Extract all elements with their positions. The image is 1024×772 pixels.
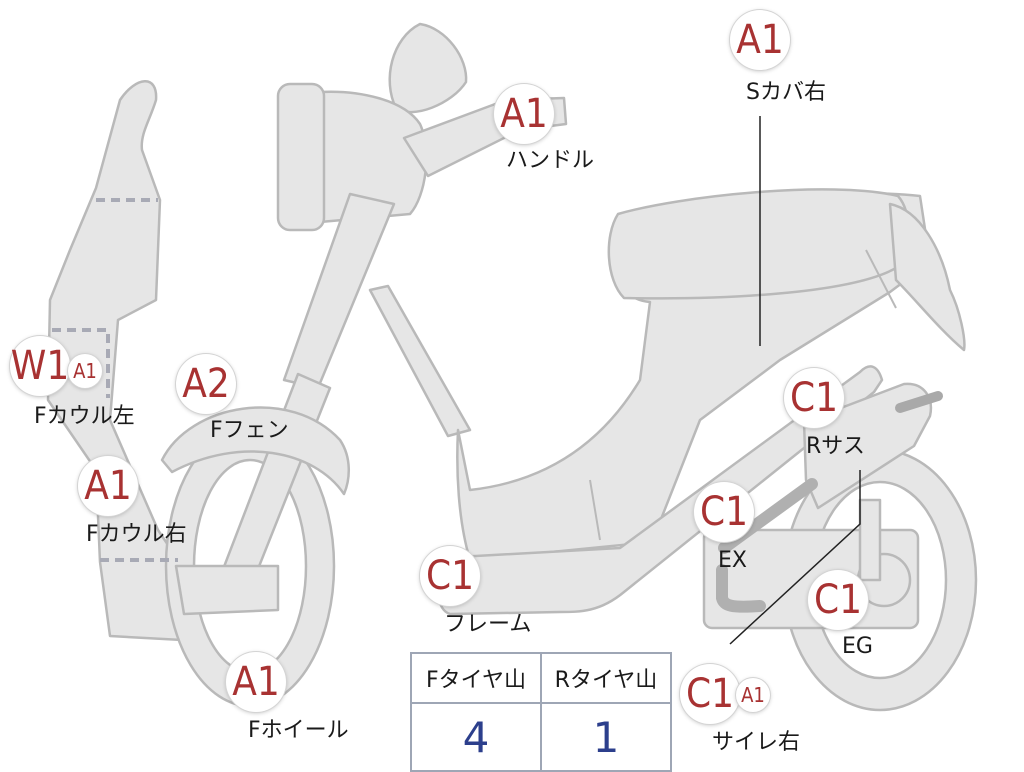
grade-badge-f-wheel: A1 bbox=[226, 652, 286, 712]
label-f-fender: Fフェン bbox=[210, 418, 289, 443]
shock-rod-shape bbox=[895, 391, 943, 413]
front-fender-shape bbox=[160, 406, 350, 496]
header-r-tire: Rタイヤ山 bbox=[540, 652, 672, 704]
label-f-wheel: Fホイール bbox=[248, 718, 349, 743]
label-f-cowl-right: Fカウル右 bbox=[86, 522, 187, 547]
rear-shock-rod-shape bbox=[858, 498, 882, 582]
grade-badge-r-suspension: C1 bbox=[784, 368, 844, 428]
headlight-shape bbox=[276, 82, 326, 232]
grade-badge-engine: C1 bbox=[808, 570, 868, 630]
header-f-tire: Fタイヤ山 bbox=[410, 652, 542, 704]
grade-badge-handle: A1 bbox=[494, 84, 554, 144]
grade-badge-f-fender: A2 bbox=[176, 354, 236, 414]
front-bumper-shape bbox=[174, 564, 280, 616]
seam-line bbox=[865, 249, 897, 309]
value-f-tire: 4 bbox=[410, 702, 542, 772]
value-r-tire: 1 bbox=[540, 702, 672, 772]
label-handle: ハンドル bbox=[506, 148, 595, 173]
label-f-cowl-left: Fカウル左 bbox=[34, 404, 135, 429]
tail-shape bbox=[888, 202, 966, 352]
label-r-suspension: Rサス bbox=[806, 434, 865, 459]
table-header-row: Fタイヤ山 Rタイヤ山 bbox=[410, 652, 672, 704]
frame-tube-shape bbox=[368, 284, 472, 438]
label-engine: EG bbox=[842, 634, 873, 659]
seam-line bbox=[589, 479, 601, 541]
cowl-dotted-line bbox=[52, 328, 110, 398]
label-silencer-right: サイレ右 bbox=[712, 730, 801, 755]
grade-badge-s-cover-right: A1 bbox=[730, 10, 790, 70]
label-frame: フレーム bbox=[444, 612, 532, 637]
leader-line-r-sus bbox=[729, 470, 861, 645]
grade-badge-f-cowl-left-1: W1 bbox=[10, 336, 70, 396]
grade-badge-f-cowl-right: A1 bbox=[78, 456, 138, 516]
tire-tread-table: Fタイヤ山 Rタイヤ山 4 1 bbox=[410, 652, 672, 772]
grade-badge-f-cowl-left-2: A1 bbox=[68, 354, 102, 388]
grade-badge-frame: C1 bbox=[420, 546, 480, 606]
label-exhaust: EX bbox=[718, 548, 747, 573]
grade-badge-exhaust: C1 bbox=[694, 482, 754, 542]
table-value-row: 4 1 bbox=[410, 702, 672, 772]
mirror-shape bbox=[388, 22, 468, 114]
grade-badge-silencer-right-1: C1 bbox=[680, 664, 740, 724]
grade-badge-silencer-right-2: A1 bbox=[736, 678, 770, 712]
label-s-cover-right: Sカバ右 bbox=[746, 80, 826, 105]
